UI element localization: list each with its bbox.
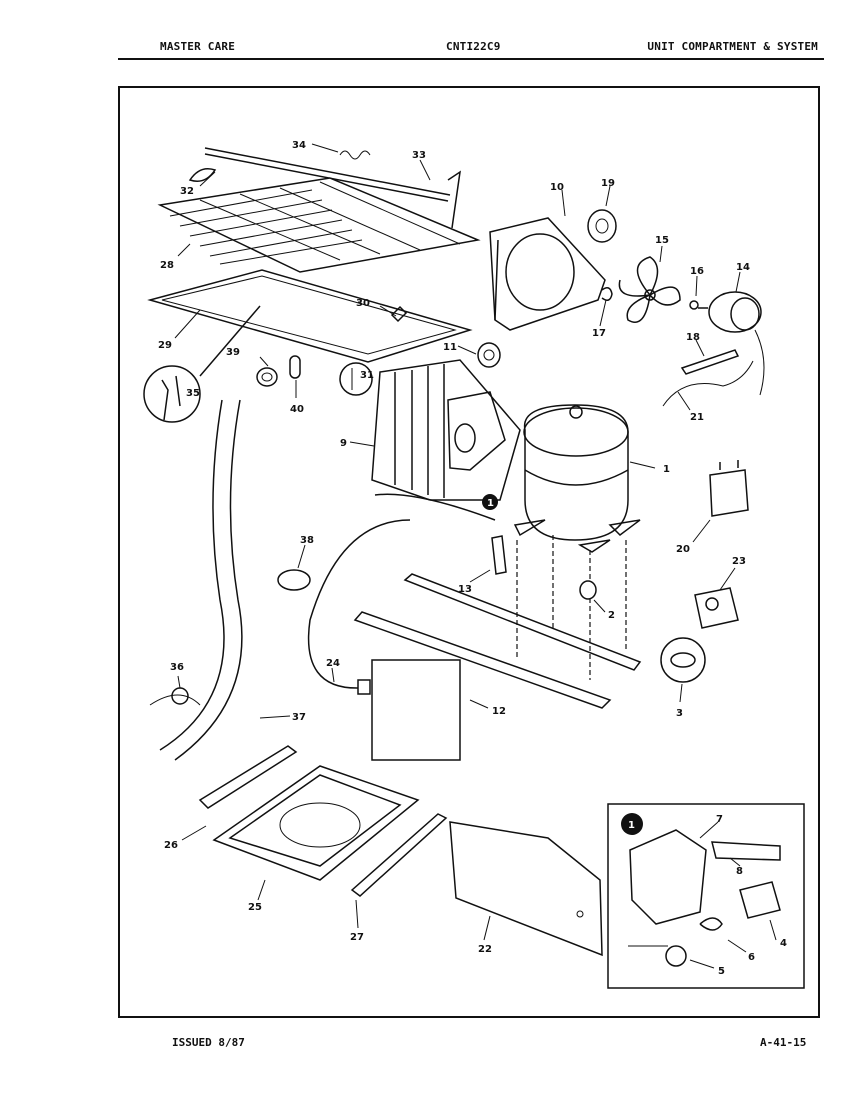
callout-5: 5 xyxy=(718,966,725,977)
part-37-tubing xyxy=(159,399,243,761)
part-27-rail xyxy=(350,813,448,897)
part-21-harness xyxy=(662,360,754,407)
callout-6: 6 xyxy=(748,952,755,963)
part-26-rail xyxy=(198,745,298,809)
callout-11: 11 xyxy=(443,342,457,353)
callout-13: 13 xyxy=(458,584,472,595)
tubing xyxy=(374,493,496,521)
part-19-grommet xyxy=(587,209,617,243)
callout-18: 18 xyxy=(686,332,700,343)
callout-15: 15 xyxy=(655,235,669,246)
callout-27: 27 xyxy=(350,932,364,943)
callout-29: 29 xyxy=(158,340,172,351)
part-31-detail-circle xyxy=(339,362,373,396)
callout-39: 39 xyxy=(226,347,240,358)
header-model: CNTI22C9 xyxy=(446,40,501,53)
part-15-fan-blade xyxy=(618,256,681,323)
callout-38: 38 xyxy=(300,535,314,546)
inset-marker-small xyxy=(482,494,498,510)
callout-8: 8 xyxy=(736,866,743,877)
part-22-cover-panel xyxy=(449,821,603,957)
callout-31: 31 xyxy=(360,370,374,381)
callout-21: 21 xyxy=(690,412,704,423)
callout-40: 40 xyxy=(290,404,304,415)
header-rule xyxy=(118,58,824,60)
diagram-frame xyxy=(118,86,820,1018)
page-number: A-41-15 xyxy=(760,1036,807,1049)
part-34-wire xyxy=(339,150,371,160)
part-18-bracket xyxy=(680,349,740,375)
part-12-base-frame xyxy=(353,535,642,761)
part-35-detail-circle xyxy=(143,305,261,423)
part-11-grommet xyxy=(477,342,501,368)
part-32-fitting xyxy=(188,168,217,182)
callout-26: 26 xyxy=(164,840,178,851)
callout-22: 22 xyxy=(478,944,492,955)
part-25-drain-tray xyxy=(212,765,420,881)
callout-20: 20 xyxy=(676,544,690,555)
callout-9: 9 xyxy=(340,438,347,449)
part-9-condenser-coil xyxy=(371,359,521,501)
part-28-condenser xyxy=(157,177,481,273)
part-16-washer xyxy=(689,300,699,310)
callout-17: 17 xyxy=(592,328,606,339)
callout-23: 23 xyxy=(732,556,746,567)
callout-24: 24 xyxy=(326,658,340,669)
part-33-tube xyxy=(204,147,461,229)
callout-14: 14 xyxy=(736,262,750,273)
part-3-detail-circle xyxy=(660,637,706,683)
callout-4: 4 xyxy=(780,938,787,949)
callout-2: 2 xyxy=(608,610,615,621)
inset-detail-box xyxy=(607,803,805,989)
callout-16: 16 xyxy=(690,266,704,277)
header-brand: MASTER CARE xyxy=(160,40,236,53)
part-1-compressor xyxy=(513,404,641,553)
callout-12: 12 xyxy=(492,706,506,717)
callout-35: 35 xyxy=(186,388,200,399)
inset-marker-label: 1 xyxy=(628,820,635,831)
part-20-relay xyxy=(709,460,749,517)
marker-small-label: 1 xyxy=(487,498,494,509)
header-section: UNIT COMPARTMENT & SYSTEM xyxy=(647,40,818,53)
part-29-drain-pan xyxy=(147,269,473,363)
part-36-fitting xyxy=(149,687,201,706)
callout-30: 30 xyxy=(356,298,370,309)
part-40-plug xyxy=(289,355,301,379)
part-13-drier xyxy=(491,535,507,575)
callout-3: 3 xyxy=(676,708,683,719)
callout-7: 7 xyxy=(716,814,723,825)
callout-32: 32 xyxy=(180,186,194,197)
callout-36: 36 xyxy=(170,662,184,673)
part-10-fan-shroud xyxy=(489,217,606,331)
part-24-power-cord xyxy=(307,519,411,689)
part-23-overload xyxy=(694,587,739,629)
part-2-grommet xyxy=(579,580,597,600)
part-38-clamp xyxy=(277,569,311,591)
part-30-clip xyxy=(390,305,408,323)
part-39-grommet xyxy=(256,367,278,387)
leader-lines xyxy=(174,143,777,969)
callout-10: 10 xyxy=(550,182,564,193)
callout-34: 34 xyxy=(292,140,306,151)
part-17-clip xyxy=(601,287,613,301)
callout-37: 37 xyxy=(292,712,306,723)
part-14-fan-motor xyxy=(698,291,765,396)
callout-33: 33 xyxy=(412,150,426,161)
callout-28: 28 xyxy=(160,260,174,271)
issued-date: ISSUED 8/87 xyxy=(172,1036,245,1049)
callout-25: 25 xyxy=(248,902,262,913)
callout-1: 1 xyxy=(663,464,670,475)
callout-19: 19 xyxy=(601,178,615,189)
